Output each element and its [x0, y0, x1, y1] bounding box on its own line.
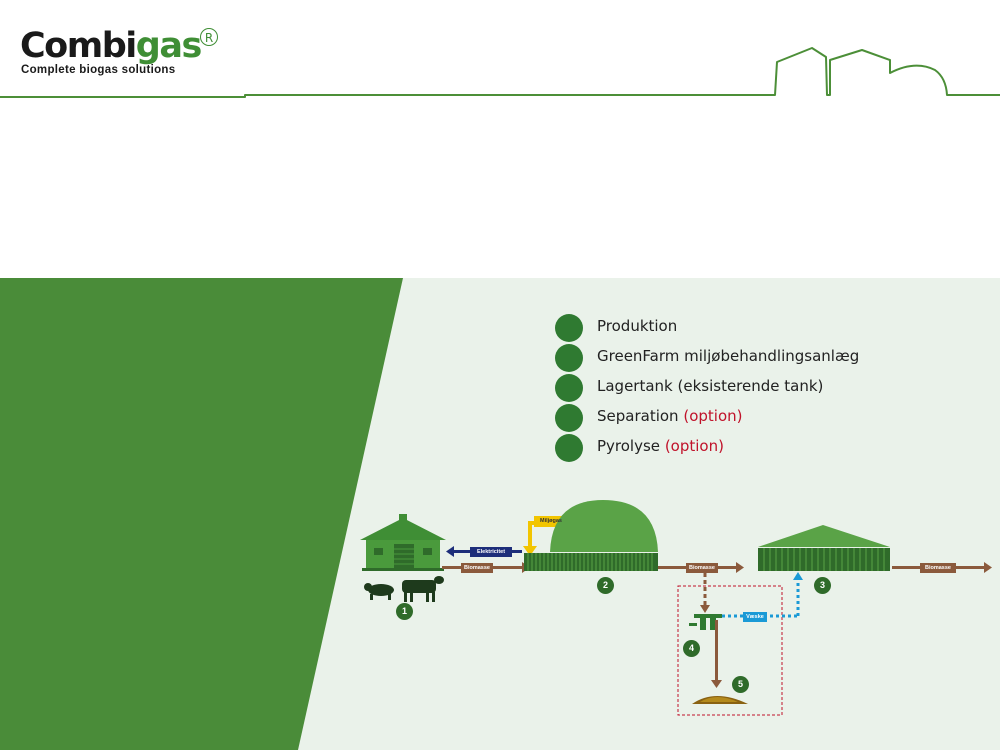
legend-dot [555, 344, 583, 372]
miljogas-arrow [523, 516, 568, 556]
pig-icon [364, 583, 394, 600]
solid-down-arrow [711, 620, 722, 688]
legend-option-tag: (option) [683, 407, 743, 425]
separator-icon [689, 614, 722, 630]
step-5-badge: 5 [732, 676, 749, 693]
combigas-logo: Combigas R Complete biogas solutions [20, 28, 220, 78]
biomass-down-arrow [700, 573, 710, 613]
step-1-badge: 1 [396, 603, 413, 620]
storage-tank-icon [758, 525, 890, 571]
pyrolysis-pile-icon [692, 696, 748, 704]
biomass-label: Biomasse [464, 565, 490, 571]
legend-dot [555, 314, 583, 342]
logo-word-dark: Combi [20, 26, 137, 66]
biomass-arrow-2 [658, 562, 744, 573]
legend-option-tag: (option) [664, 437, 724, 455]
farm-building-icon [360, 514, 446, 571]
step-3-badge: 3 [814, 577, 831, 594]
registered-mark: R [200, 28, 218, 46]
legend-dot [555, 404, 583, 432]
biomass-label: Biomasse [925, 565, 951, 571]
step-2-badge: 2 [597, 577, 614, 594]
digester-tank-icon [524, 500, 658, 571]
electricity-label: Elektricitet [476, 549, 506, 555]
legend-label: Lagertank (eksisterende tank) [597, 377, 824, 395]
option-region-box [677, 585, 783, 716]
logo-wordmark: Combigas [20, 26, 203, 66]
logo-tagline: Complete biogas solutions [21, 64, 176, 76]
legend-label: GreenFarm miljøbehandlingsanlæg [597, 347, 860, 365]
liquid-arrow [722, 572, 803, 622]
legend-label: Produktion [597, 317, 678, 335]
logo-word-green: gas [135, 26, 203, 66]
electricity-arrow [446, 546, 522, 557]
legend-label: Separation (option) [597, 407, 743, 425]
legend-label: Pyrolyse (option) [597, 437, 724, 455]
header-farm-outline [0, 47, 1000, 98]
cow-icon [402, 576, 444, 602]
biomass-label: Biomasse [689, 565, 715, 571]
legend-dot [555, 434, 583, 462]
liquid-label: Væske [746, 614, 764, 620]
miljogas-label: Miljøgas [539, 518, 562, 524]
legend-dot [555, 374, 583, 402]
step-4-badge: 4 [683, 640, 700, 657]
biomass-arrow-3 [892, 562, 992, 573]
green-side-panel [0, 278, 403, 750]
